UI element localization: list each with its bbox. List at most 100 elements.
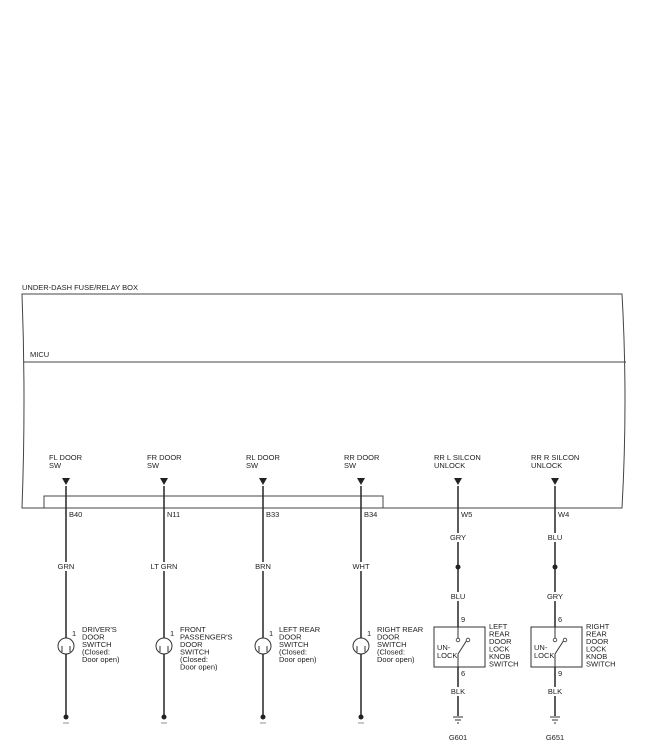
knob-switch-box bbox=[530, 626, 583, 668]
terminal-name-line: UNLOCK bbox=[531, 461, 562, 470]
wire-color-label: BRN bbox=[255, 562, 271, 571]
door-switch-symbol bbox=[352, 637, 370, 655]
wire-color-label: GRY bbox=[450, 533, 466, 542]
terminal-arrow bbox=[160, 478, 168, 485]
switch-description-line: Door open) bbox=[377, 655, 415, 664]
switch-description-line: KNOB bbox=[586, 652, 607, 661]
switch-in-pin: 9 bbox=[461, 615, 465, 624]
switch-description-line: DOOR bbox=[180, 640, 203, 649]
switch-description-line: Door open) bbox=[279, 655, 317, 664]
switch-pin-label: 1 bbox=[269, 629, 273, 638]
switch-description-line: DOOR bbox=[279, 633, 302, 642]
switch-description-line: Door open) bbox=[180, 663, 218, 672]
switch-description-line: LEFT REAR bbox=[279, 625, 321, 634]
terminal-arrow bbox=[62, 478, 70, 485]
switch-position-label: LOCK bbox=[534, 651, 554, 660]
fuse-box-outline bbox=[21, 293, 626, 509]
switch-in-pin: 6 bbox=[558, 615, 562, 624]
switch-description-line: SWITCH bbox=[489, 660, 519, 669]
switch-terminal bbox=[455, 637, 461, 643]
switch-description-line: SWITCH bbox=[586, 660, 616, 669]
switch-description-line: (Closed: bbox=[279, 648, 307, 657]
switch-description-line: REAR bbox=[586, 630, 607, 639]
knob-switch-circuit: RR L SILCONUNLOCKW5GRYBLU96UN-LOCKLEFTRE… bbox=[433, 453, 519, 742]
terminal-name-line: SW bbox=[344, 461, 357, 470]
splice-dot bbox=[455, 564, 461, 570]
switch-pin-label: 1 bbox=[72, 629, 76, 638]
switch-pin-label: 1 bbox=[170, 629, 174, 638]
switch-terminal bbox=[465, 637, 471, 643]
wire-color-label: BLU bbox=[548, 533, 563, 542]
terminal-name-line: SW bbox=[246, 461, 259, 470]
label-background bbox=[348, 562, 374, 571]
switch-description-line: (Closed: bbox=[82, 648, 110, 657]
pin-label: B40 bbox=[69, 510, 82, 519]
label-background bbox=[53, 562, 79, 571]
switch-description-line: LEFT bbox=[489, 622, 508, 631]
switch-terminal bbox=[562, 637, 568, 643]
wire-color-label: BLU bbox=[451, 592, 466, 601]
wire-color-label: LT GRN bbox=[151, 562, 178, 571]
label-background bbox=[546, 687, 564, 696]
switch-pin-label: 1 bbox=[367, 629, 371, 638]
label-background bbox=[250, 562, 276, 571]
switch-description-line: DOOR bbox=[489, 637, 512, 646]
ground-point bbox=[161, 714, 167, 720]
ground-point bbox=[358, 714, 364, 720]
switch-position-label: LOCK bbox=[437, 651, 457, 660]
switch-description-line: (Closed: bbox=[180, 655, 208, 664]
terminal-name-line: SW bbox=[147, 461, 160, 470]
switch-description-line: PASSENGER'S bbox=[180, 633, 233, 642]
switch-description-line: SWITCH bbox=[180, 648, 210, 657]
wire-color-label: BLK bbox=[451, 687, 465, 696]
terminal-arrow bbox=[259, 478, 267, 485]
switch-description-line: SWITCH bbox=[377, 640, 407, 649]
label-background bbox=[545, 533, 565, 542]
switch-description-line: FRONT bbox=[180, 625, 206, 634]
switch-description-line: SWITCH bbox=[82, 640, 112, 649]
terminal-name-line: FR DOOR bbox=[147, 453, 182, 462]
door-switch-symbol bbox=[57, 637, 75, 655]
splice-dot bbox=[552, 564, 558, 570]
switch-terminal bbox=[552, 637, 558, 643]
terminal-name-line: SW bbox=[49, 461, 62, 470]
ground-name: G601 bbox=[449, 733, 467, 742]
switch-description-line: DRIVER'S bbox=[82, 625, 117, 634]
terminal-name-line: FL DOOR bbox=[49, 453, 83, 462]
terminal-arrow bbox=[357, 478, 365, 485]
switch-blade bbox=[457, 639, 468, 655]
door-switch-symbol bbox=[155, 637, 173, 655]
pin-label: B34 bbox=[364, 510, 377, 519]
switch-position-label: UN- bbox=[534, 643, 548, 652]
pin-label: N11 bbox=[167, 510, 180, 519]
label-background bbox=[545, 592, 565, 601]
knob-switch-box bbox=[433, 626, 486, 668]
switch-description-line: DOOR bbox=[377, 633, 400, 642]
pin-label: W4 bbox=[558, 510, 569, 519]
label-background bbox=[448, 533, 468, 542]
terminal-name-line: RR R SILCON bbox=[531, 453, 579, 462]
wire-color-label: GRN bbox=[58, 562, 75, 571]
switch-description-line: LOCK bbox=[489, 645, 509, 654]
switch-description-line: DOOR bbox=[586, 637, 609, 646]
terminal-name-line: UNLOCK bbox=[434, 461, 465, 470]
terminal-name-line: RL DOOR bbox=[246, 453, 280, 462]
switch-out-pin: 6 bbox=[461, 669, 465, 678]
switch-description-line: REAR bbox=[489, 630, 510, 639]
wire-color-label: GRY bbox=[547, 592, 563, 601]
switch-description-line: RIGHT REAR bbox=[377, 625, 424, 634]
terminal-name-line: RR DOOR bbox=[344, 453, 380, 462]
knob-switch-circuits: RR L SILCONUNLOCKW5GRYBLU96UN-LOCKLEFTRE… bbox=[433, 453, 616, 742]
switch-description-line: LOCK bbox=[586, 645, 606, 654]
switch-description-line: RIGHT bbox=[586, 622, 610, 631]
label-background bbox=[448, 592, 468, 601]
terminal-arrow bbox=[454, 478, 462, 485]
switch-description-line: SWITCH bbox=[279, 640, 309, 649]
wire-color-label: WHT bbox=[352, 562, 369, 571]
pin-label: B33 bbox=[266, 510, 279, 519]
